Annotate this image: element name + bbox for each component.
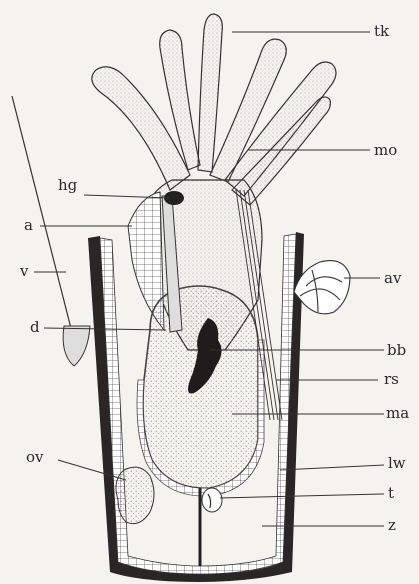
label-ov: ov bbox=[26, 448, 44, 466]
label-z: z bbox=[388, 516, 396, 534]
tentacles bbox=[92, 14, 336, 205]
label-v: v bbox=[19, 262, 29, 280]
label-rs: rs bbox=[384, 370, 399, 388]
label-t: t bbox=[388, 484, 394, 502]
label-ma: ma bbox=[386, 404, 409, 422]
label-tk: tk bbox=[374, 22, 390, 40]
label-hg: hg bbox=[58, 176, 78, 194]
label-a: a bbox=[24, 216, 33, 234]
label-mo: mo bbox=[374, 141, 397, 159]
label-av: av bbox=[384, 269, 402, 287]
ovary bbox=[116, 467, 154, 524]
label-lw: lw bbox=[388, 454, 406, 472]
label-bb: bb bbox=[387, 341, 406, 359]
tentacle-center bbox=[198, 14, 222, 172]
label-d: d bbox=[30, 318, 40, 336]
vibraculum-base bbox=[63, 326, 90, 366]
testis bbox=[202, 488, 222, 512]
